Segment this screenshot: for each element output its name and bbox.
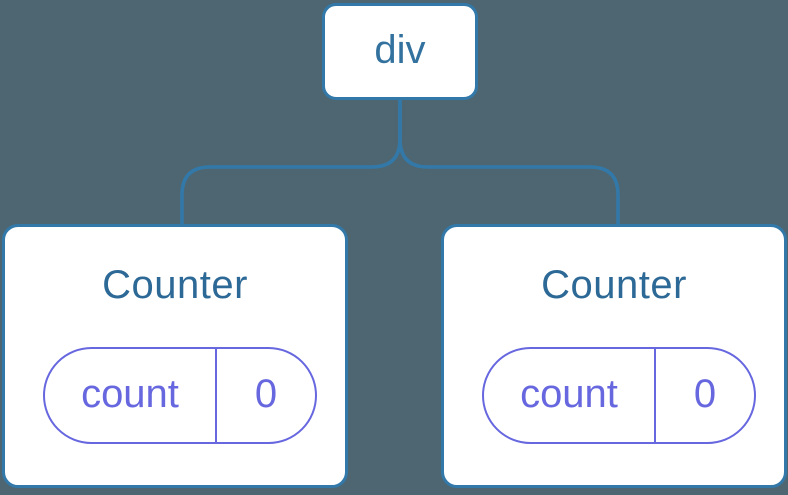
state-pill: count 0: [43, 347, 317, 444]
counter-card-left: Counter count 0: [2, 224, 348, 488]
root-node: div: [322, 3, 478, 100]
root-node-label: div: [374, 27, 426, 72]
state-value-cell: 0: [654, 349, 754, 442]
counter-title: Counter: [102, 263, 248, 307]
state-value-label: 0: [254, 371, 278, 416]
state-value-label: 0: [693, 371, 717, 416]
state-pill: count 0: [482, 347, 756, 444]
state-key-label: count: [81, 371, 179, 416]
state-value-cell: 0: [215, 349, 315, 442]
connector-right-branch: [398, 100, 620, 226]
connector-left-branch: [180, 100, 402, 226]
state-key-cell: count: [484, 349, 654, 442]
state-key-label: count: [520, 371, 618, 416]
counter-title: Counter: [541, 263, 687, 307]
counter-card-right: Counter count 0: [441, 224, 787, 488]
state-key-cell: count: [45, 349, 215, 442]
